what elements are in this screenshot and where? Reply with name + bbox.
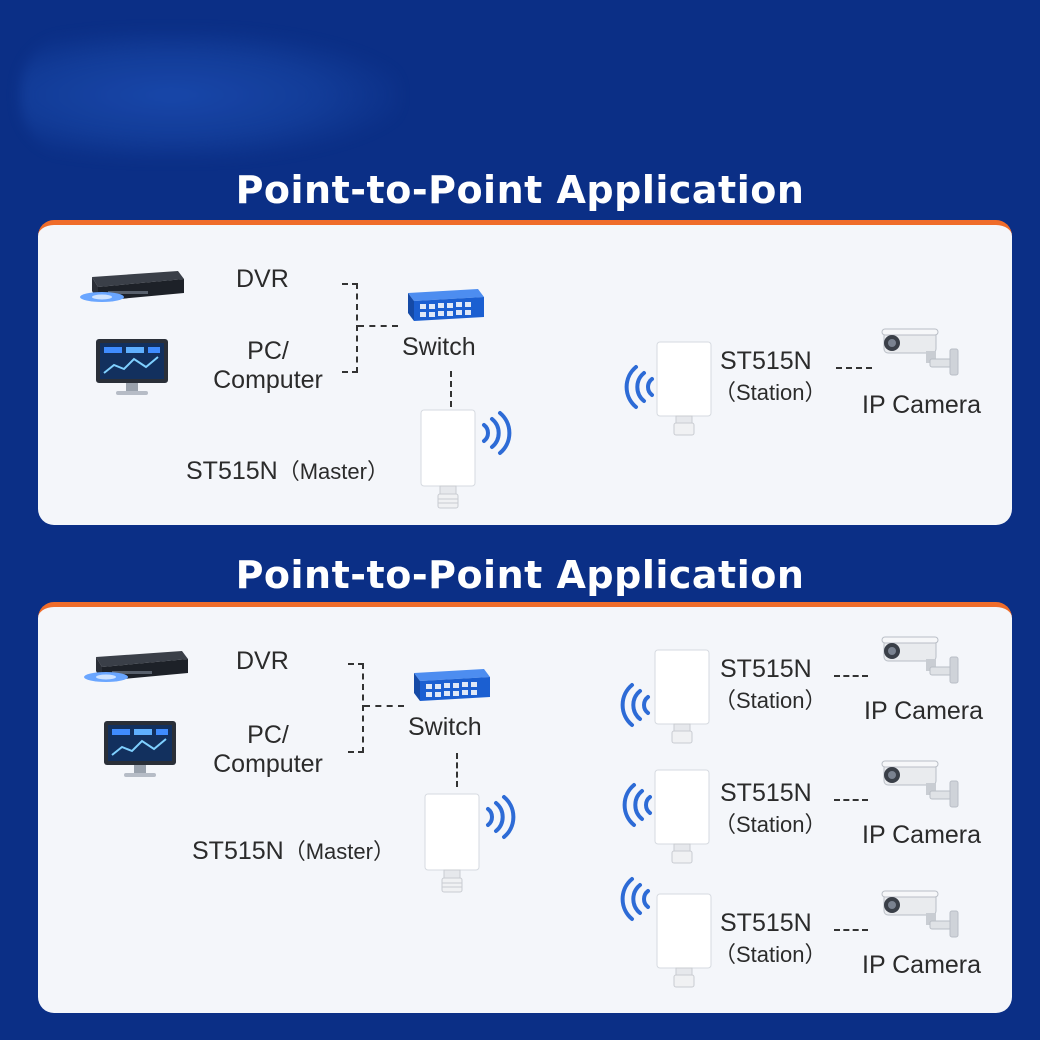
dvr-icon — [82, 647, 190, 687]
ip-camera-icon — [880, 327, 960, 377]
access-point-icon — [424, 793, 480, 895]
wifi-waves-icon — [616, 781, 656, 829]
connector-bracket — [348, 663, 364, 753]
access-point-icon — [656, 893, 712, 989]
station-role: （Station） — [714, 688, 827, 713]
pc-label-line2: Computer — [213, 749, 323, 778]
access-point-icon — [420, 409, 476, 511]
dvr-label: DVR — [236, 647, 289, 675]
switch-icon — [402, 287, 486, 327]
station-model: ST515N — [720, 347, 812, 375]
connector-line — [364, 705, 404, 707]
master-role: （Master） — [283, 839, 395, 864]
camera-label: IP Camera — [862, 821, 982, 849]
diagram-1-title: Point-to-Point Application — [235, 168, 805, 212]
pc-label-line2: Computer — [213, 365, 323, 394]
master-label: ST515N（Master） — [186, 457, 389, 486]
pc-label-line1: PC/ — [247, 721, 289, 749]
station-role: （Station） — [714, 380, 827, 405]
connector-line — [450, 371, 452, 407]
blurred-logo — [20, 30, 400, 160]
access-point-icon — [654, 769, 710, 865]
pc-label: PC/ Computer — [198, 721, 338, 779]
diagram-2-panel: DVR PC/ Computer — [38, 602, 1012, 1013]
monitor-icon — [94, 337, 170, 397]
switch-label: Switch — [408, 713, 482, 741]
connector-line — [834, 799, 868, 801]
camera-label: IP Camera — [862, 391, 982, 419]
wifi-waves-icon — [614, 681, 654, 729]
camera-label: IP Camera — [864, 697, 984, 725]
dvr-icon — [78, 267, 186, 307]
station-role: （Station） — [714, 812, 827, 837]
connector-line — [456, 753, 458, 787]
wifi-waves-icon — [478, 409, 518, 457]
camera-label: IP Camera — [862, 951, 982, 979]
connector-bracket — [342, 283, 358, 373]
wifi-waves-icon — [482, 793, 522, 841]
switch-label: Switch — [402, 333, 476, 361]
pc-label-line1: PC/ — [247, 337, 289, 365]
diagram-2-title: Point-to-Point Application — [235, 553, 805, 597]
diagram-1-panel: DVR PC/ Computer — [38, 220, 1012, 525]
master-model: ST515N — [192, 837, 284, 865]
station-model: ST515N — [720, 779, 812, 807]
station-model: ST515N — [720, 909, 812, 937]
access-point-icon — [654, 649, 710, 745]
connector-line — [358, 325, 398, 327]
access-point-icon — [656, 341, 712, 437]
ip-camera-icon — [880, 759, 960, 809]
master-role: （Master） — [277, 459, 389, 484]
connector-line — [834, 675, 868, 677]
connector-line — [836, 367, 872, 369]
master-model: ST515N — [186, 457, 278, 485]
master-label: ST515N（Master） — [192, 837, 395, 866]
pc-label: PC/ Computer — [198, 337, 338, 395]
monitor-icon — [102, 719, 178, 779]
ip-camera-icon — [880, 889, 960, 939]
switch-icon — [408, 667, 492, 707]
wifi-waves-icon — [618, 363, 658, 411]
ip-camera-icon — [880, 635, 960, 685]
connector-line — [834, 929, 868, 931]
station-role: （Station） — [714, 942, 827, 967]
wifi-waves-icon — [614, 875, 654, 923]
dvr-label: DVR — [236, 265, 289, 293]
station-model: ST515N — [720, 655, 812, 683]
